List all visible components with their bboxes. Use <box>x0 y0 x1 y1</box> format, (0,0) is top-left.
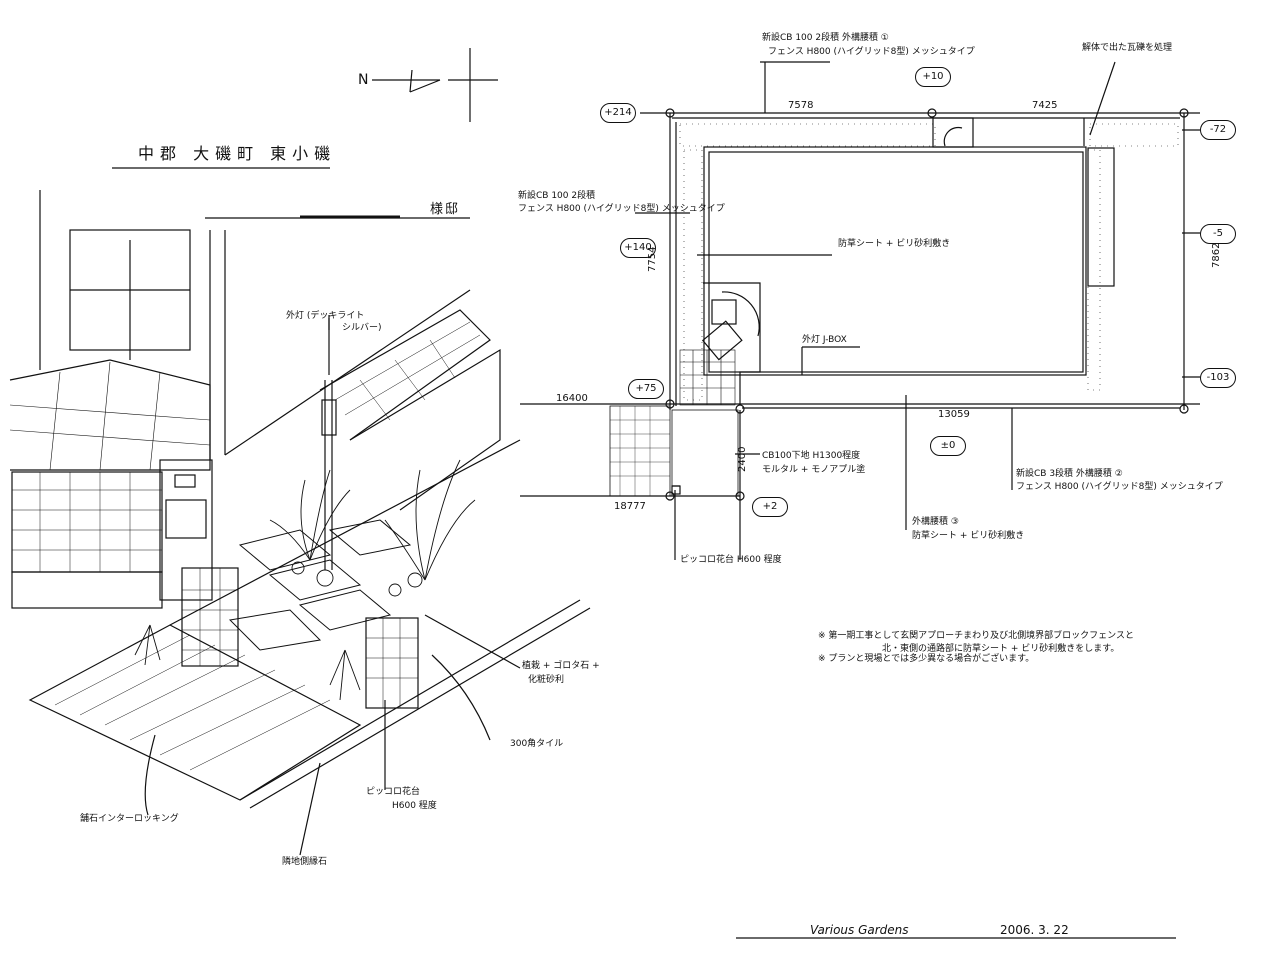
perspective-sketch <box>9 190 591 856</box>
dim-2400: 2400 <box>737 446 748 472</box>
retain-label-2: 防草シート + ビリ砂利敷き <box>912 531 1025 541</box>
note-2: 北・東側の通路部に防草シート + ビリ砂利敷きをします。 <box>882 644 1120 654</box>
planting-label-2: 化粧砂利 <box>528 675 565 685</box>
address-title: 中郡 大磯町 東小磯 <box>138 144 337 163</box>
light-label: 外灯 (デッキライト <box>286 311 365 321</box>
level-m103: -103 <box>1200 368 1236 388</box>
note-1: ※ 第一期工事として玄関アプローチまわり及び北側境界部ブロックフェンスと <box>818 631 1134 641</box>
dim-18777: 18777 <box>614 501 646 512</box>
dismantle-label: 解体で出た瓦礫を処理 <box>1082 43 1173 53</box>
cb-wall-label-2: モルタル + モノアプル塗 <box>762 465 866 475</box>
edge-label: 隣地側縁石 <box>282 857 328 867</box>
piccolo-label: ピッコロ花台 <box>366 787 421 797</box>
level-2: +2 <box>752 497 788 517</box>
level-214: +214 <box>600 103 636 123</box>
level-140: +140 <box>620 238 656 258</box>
light-label-2: シルバー) <box>342 323 382 333</box>
fence-bottom-label-2: フェンス H800 (ハイグリッド8型) メッシュタイプ <box>1016 482 1223 492</box>
retain-label: 外構腰積 ③ <box>912 517 959 527</box>
north-label: N <box>358 72 369 88</box>
dim-7862: 7862 <box>1211 242 1222 268</box>
dim-13059: 13059 <box>938 409 970 420</box>
fence-left-label-2: フェンス H800 (ハイグリッド8型) メッシュタイプ <box>518 204 725 214</box>
dim-16400: 16400 <box>556 393 588 404</box>
company-name: Various Gardens <box>810 923 909 937</box>
level-m5: -5 <box>1200 224 1236 244</box>
note-3: ※ プランと現場とでは多少異なる場合がございます。 <box>818 654 1035 664</box>
level-10: +10 <box>915 67 951 87</box>
planting-label: 植栽 + ゴロタ石 + <box>522 661 600 671</box>
fence-top-label-2: フェンス H800 (ハイグリッド8型) メッシュタイプ <box>768 47 975 57</box>
site-plan <box>520 61 1200 560</box>
piccolo-label-2: H600 程度 <box>392 801 437 811</box>
dim-7578: 7578 <box>788 100 814 111</box>
light-jbox-label: 外灯 J-BOX <box>802 335 847 345</box>
dim-7425: 7425 <box>1032 100 1058 111</box>
cb-wall-label: CB100下地 H1300程度 <box>762 451 861 461</box>
tile-label: 300角タイル <box>510 739 564 749</box>
fence-top-label: 新設CB 100 2段積 外構腰積 ① <box>762 33 889 43</box>
client-title: 様邸 <box>430 202 461 217</box>
weed-sheet-label: 防草シート + ビリ砂利敷き <box>838 239 951 249</box>
paving-label: 舗石インターロッキング <box>80 814 179 824</box>
level-m72: -72 <box>1200 120 1236 140</box>
level-75: +75 <box>628 379 664 399</box>
fence-bottom-label: 新設CB 3段積 外構腰積 ② <box>1016 469 1123 479</box>
level-0: ±0 <box>930 436 966 456</box>
north-arrow-icon <box>372 48 498 122</box>
drawing-date: 2006. 3. 22 <box>1000 923 1069 937</box>
piccolo-plan-label: ピッコロ花台 H600 程度 <box>680 555 782 565</box>
fence-left-label: 新設CB 100 2段積 <box>518 191 596 201</box>
